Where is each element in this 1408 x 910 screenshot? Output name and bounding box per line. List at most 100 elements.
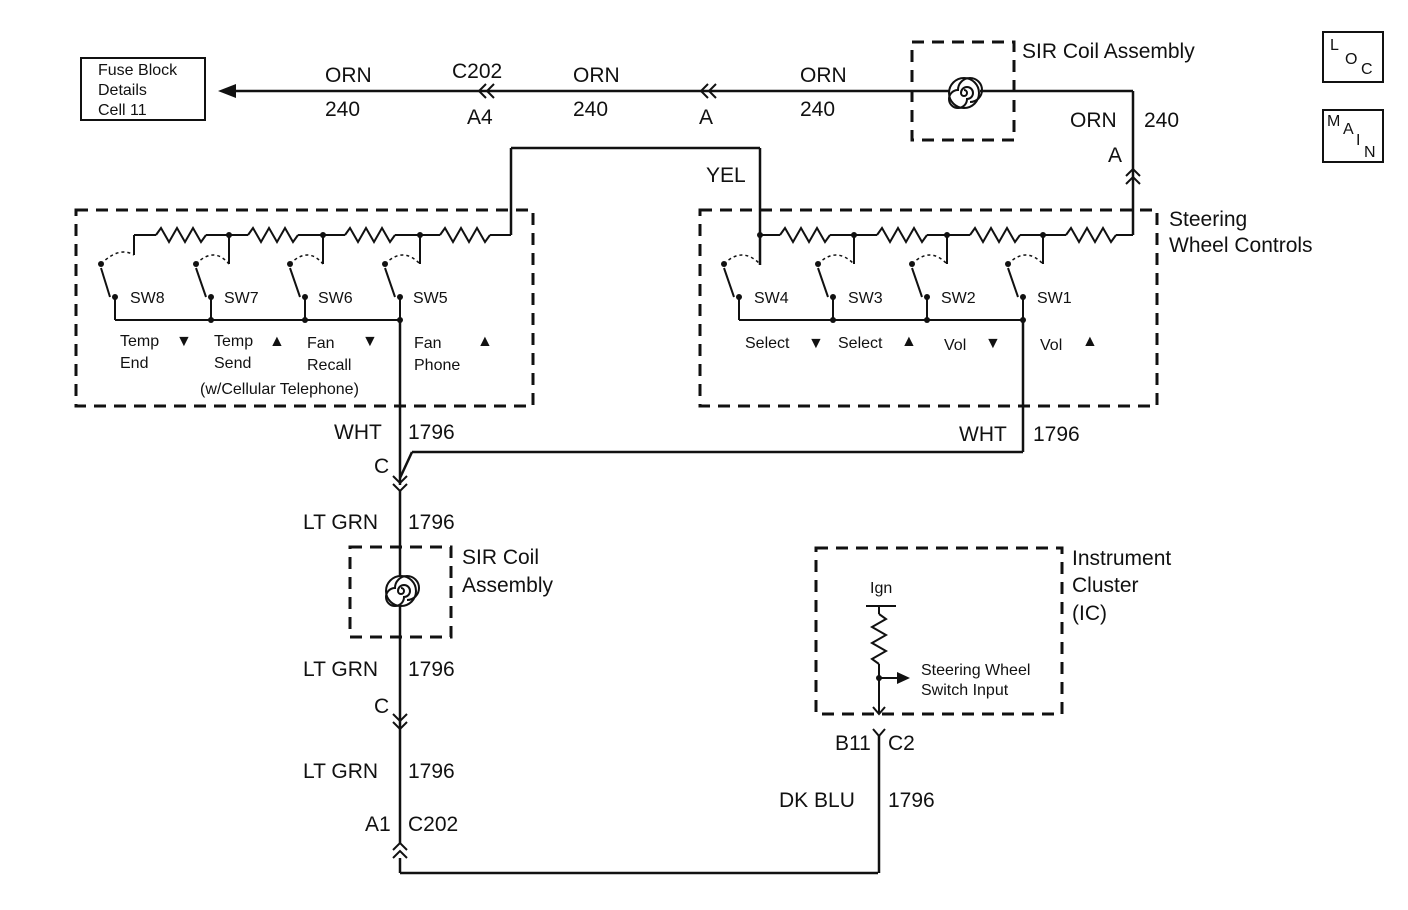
- ic-label-line1: Instrument: [1072, 547, 1171, 570]
- fuse-block-line3: Cell 11: [98, 102, 147, 119]
- main-letter-i: I: [1356, 132, 1360, 149]
- cellular-note: (w/Cellular Telephone): [200, 381, 359, 398]
- left-switches: [98, 251, 421, 323]
- top-wire-circuit-2: 240: [573, 98, 608, 121]
- sw4-func: Select: [745, 335, 790, 352]
- sw3-arrow: ▲: [901, 333, 917, 350]
- sw8-func-line2: End: [120, 355, 148, 372]
- ltgrn1-color: LT GRN: [303, 511, 378, 534]
- ltgrn3-circuit: 1796: [408, 760, 455, 783]
- instrument-cluster-box: [814, 546, 1064, 716]
- main-letter-m: M: [1327, 113, 1340, 130]
- sir-coil-top-icon: [948, 77, 983, 109]
- sw7-arrow: ▲: [269, 333, 285, 350]
- lower-lt-grn-wire: [392, 491, 878, 875]
- dkblu-circuit: 1796: [888, 789, 935, 812]
- sir-coil-bottom-icon: [385, 575, 420, 607]
- switch-sw6: SW6: [318, 290, 353, 307]
- switch-sw8: SW8: [130, 290, 165, 307]
- c202-pin-a4: A4: [467, 106, 493, 129]
- c202-bottom-connector: C202: [408, 813, 458, 836]
- sw7-func-line1: Temp: [214, 333, 253, 350]
- main-letter-a: A: [1343, 121, 1354, 138]
- wht-wires: [392, 320, 1025, 493]
- switch-sw4: SW4: [754, 290, 789, 307]
- sw6-func-line1: Fan: [307, 335, 335, 352]
- left-resistor-ladder: [133, 225, 511, 264]
- sir-coil-top-label: SIR Coil Assembly: [1022, 40, 1195, 63]
- loc-button[interactable]: L O C: [1322, 31, 1384, 83]
- sw5-func-line2: Phone: [414, 357, 460, 374]
- ic-internal-circuit: [866, 605, 910, 873]
- fuse-block-line1: Fuse Block: [98, 62, 178, 79]
- sw3-func: Select: [838, 335, 883, 352]
- ic-input-line1: Steering Wheel: [921, 662, 1030, 679]
- ic-label-line3: (IC): [1072, 602, 1107, 625]
- switch-sw1: SW1: [1037, 290, 1072, 307]
- c202-bottom-pin: A1: [365, 813, 391, 836]
- right-switches: [721, 254, 1044, 323]
- ic-connector-c2: C2: [888, 732, 915, 755]
- ltgrn1-circuit: 1796: [408, 511, 455, 534]
- ic-input-line2: Switch Input: [921, 682, 1009, 699]
- right-feed-color: ORN: [1070, 109, 1117, 132]
- main-button[interactable]: M A I N: [1322, 109, 1384, 163]
- left-switch-box: [74, 208, 535, 408]
- sw2-func: Vol: [944, 337, 966, 354]
- sw8-arrow: ▼: [176, 333, 192, 350]
- ic-ign-label: Ign: [870, 580, 892, 597]
- yel-wire-label: YEL: [706, 164, 746, 187]
- dkblu-color: DK BLU: [779, 789, 855, 812]
- swc-label-line2: Wheel Controls: [1169, 234, 1313, 257]
- wht-left-circuit: 1796: [408, 421, 455, 444]
- loc-letter-o: O: [1345, 51, 1357, 68]
- top-wire-circuit-1: 240: [325, 98, 360, 121]
- sw4-arrow: ▼: [808, 335, 824, 352]
- top-wire-color-2: ORN: [573, 64, 620, 87]
- switch-sw3: SW3: [848, 290, 883, 307]
- swc-label-line1: Steering: [1169, 208, 1247, 231]
- sw5-func-line1: Fan: [414, 335, 442, 352]
- main-letter-n: N: [1364, 144, 1376, 161]
- loc-letter-c: C: [1361, 61, 1373, 78]
- sw2-arrow: ▼: [985, 335, 1001, 352]
- sw6-func-line2: Recall: [307, 357, 351, 374]
- wht-right-color: WHT: [959, 423, 1007, 446]
- yel-wire: [509, 146, 762, 265]
- sw1-arrow: ▲: [1082, 333, 1098, 350]
- sw8-func-line1: Temp: [120, 333, 159, 350]
- sir-coil-bottom-line1: SIR Coil: [462, 546, 539, 569]
- sw6-arrow: ▼: [362, 333, 378, 350]
- sw7-func-line2: Send: [214, 355, 251, 372]
- right-feed-circuit: 240: [1144, 109, 1179, 132]
- wht-right-circuit: 1796: [1033, 423, 1080, 446]
- splice-c-top: C: [374, 455, 389, 478]
- right-resistor-ladder: [757, 225, 1133, 264]
- splice-a-label: A: [699, 106, 713, 129]
- top-orn-wire: [218, 83, 950, 99]
- right-feed-pin: A: [1108, 144, 1122, 167]
- sir-coil-bottom-line2: Assembly: [462, 574, 554, 597]
- top-wire-color-1: ORN: [325, 64, 372, 87]
- ic-label-line2: Cluster: [1072, 574, 1139, 597]
- c202-label: C202: [452, 60, 502, 83]
- wht-left-color: WHT: [334, 421, 382, 444]
- right-orn-feed: [1014, 89, 1141, 235]
- sir-coil-bottom-box: [348, 545, 453, 639]
- sw5-arrow: ▲: [477, 333, 493, 350]
- ic-pin-b11: B11: [835, 732, 871, 755]
- sw1-func: Vol: [1040, 337, 1062, 354]
- ltgrn2-color: LT GRN: [303, 658, 378, 681]
- loc-letter-l: L: [1330, 37, 1339, 54]
- switch-sw7: SW7: [224, 290, 259, 307]
- ltgrn2-circuit: 1796: [408, 658, 455, 681]
- top-wire-circuit-3: 240: [800, 98, 835, 121]
- splice-c-bottom: C: [374, 695, 389, 718]
- switch-sw5: SW5: [413, 290, 448, 307]
- top-wire-color-3: ORN: [800, 64, 847, 87]
- fuse-block-link[interactable]: Fuse Block Details Cell 11: [80, 57, 206, 121]
- fuse-block-line2: Details: [98, 82, 147, 99]
- switch-sw2: SW2: [941, 290, 976, 307]
- ltgrn3-color: LT GRN: [303, 760, 378, 783]
